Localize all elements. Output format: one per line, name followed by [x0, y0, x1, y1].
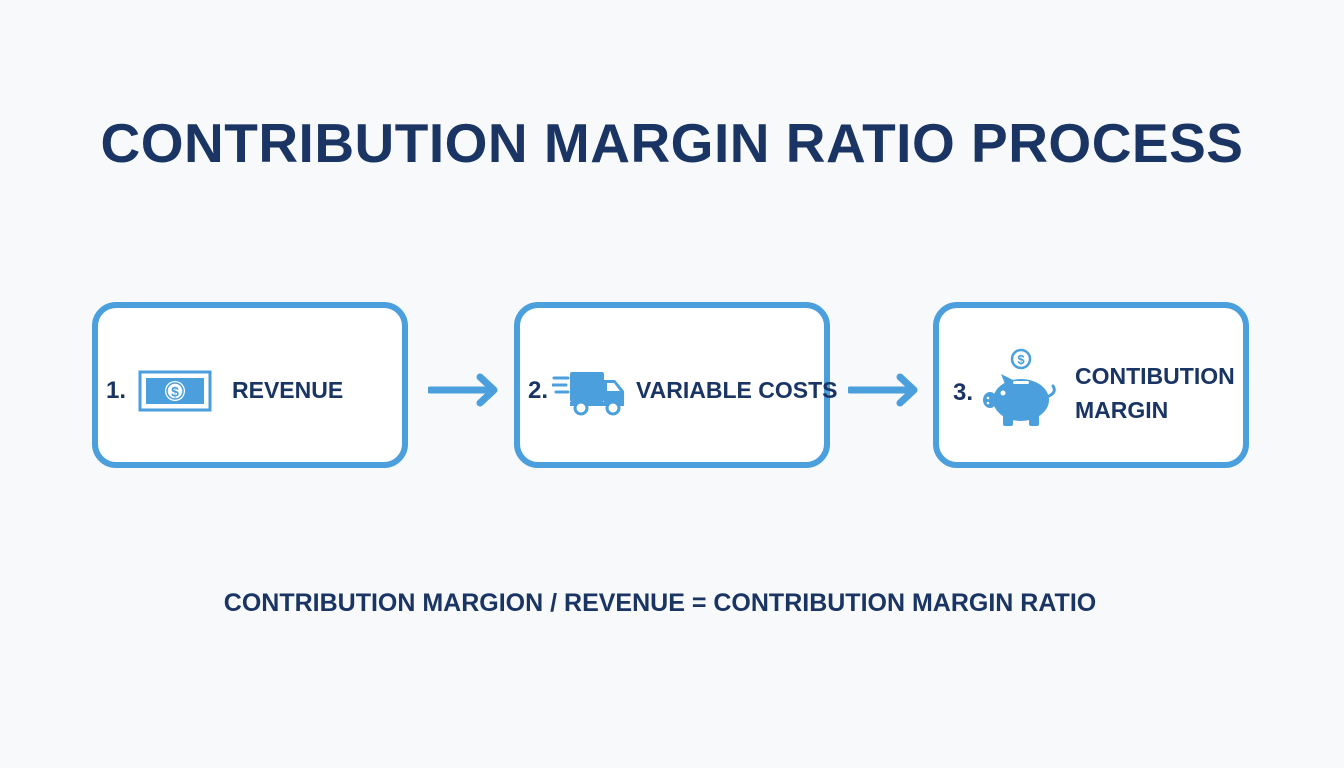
step-number: 2. [528, 377, 549, 404]
arrow-right-icon [848, 373, 918, 407]
step-label: REVENUE [232, 377, 344, 403]
delivery-truck-icon [552, 372, 624, 416]
step-label-line-1: CONTIBUTION [1075, 363, 1235, 389]
step-variable-costs-box: 2. VARIABLE COSTS [514, 302, 837, 468]
step-number: 3. [953, 379, 974, 406]
step-label: VARIABLE COSTS [636, 377, 838, 403]
money-bill-icon: $ [138, 370, 212, 412]
formula-text: CONTRIBUTION MARGION / REVENUE = CONTRIB… [223, 589, 1097, 617]
step-label-line-2: MARGIN [1075, 397, 1169, 423]
step-revenue-box: 1. $ REVENUE [92, 302, 408, 468]
diagram-title: CONTRIBUTION MARGIN RATIO PROCESS [100, 112, 1244, 174]
svg-text:$: $ [171, 384, 179, 400]
piggy-bank-icon: $ [983, 348, 1056, 426]
svg-text:$: $ [1017, 352, 1025, 367]
arrow-right-icon [428, 373, 498, 407]
step-number: 1. [106, 377, 127, 404]
step-contribution-margin-box: 3. $ CONTIBUTION MARGIN [933, 302, 1249, 468]
